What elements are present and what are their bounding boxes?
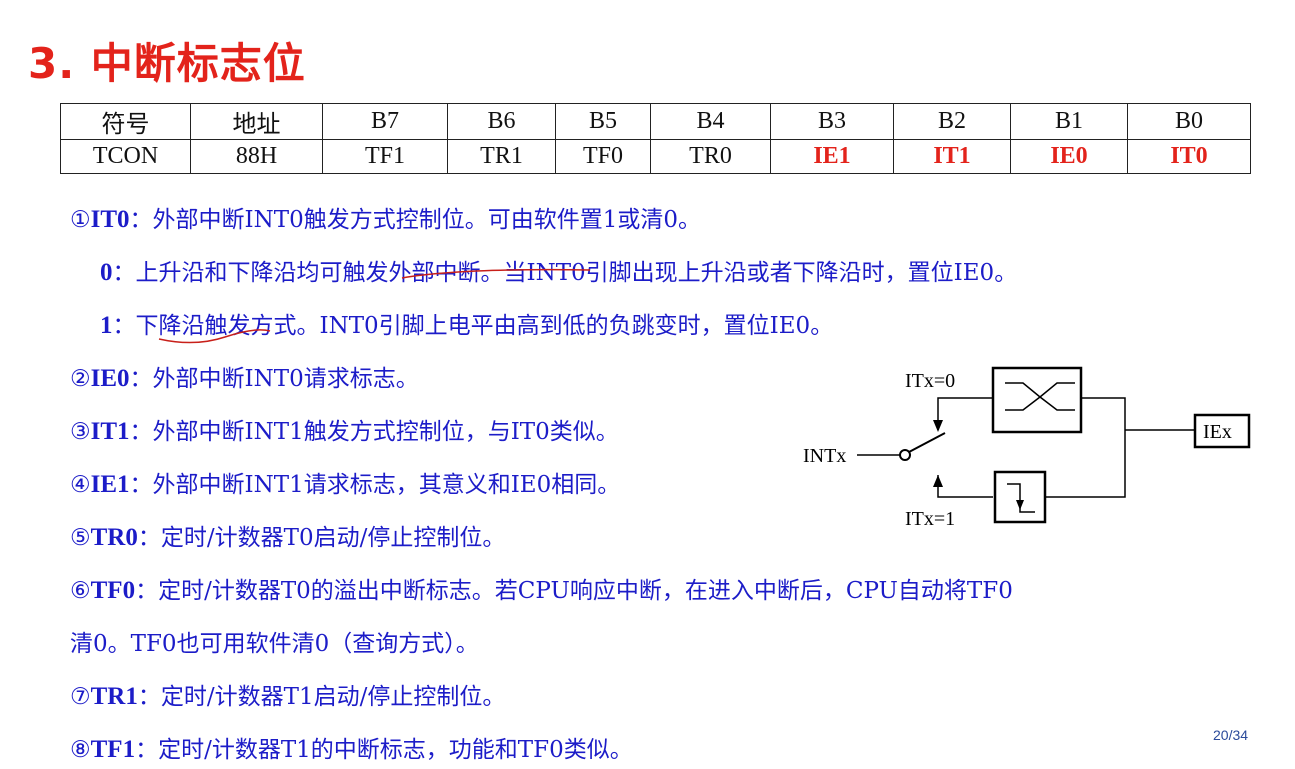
item-number: ③ bbox=[70, 419, 91, 445]
item-term: TR0 bbox=[90, 524, 138, 551]
item-term: 1 bbox=[100, 312, 113, 339]
item-description: ：定时/计数器T1的中断标志，功能和TF0类似。 bbox=[135, 737, 633, 763]
switch-icon bbox=[908, 432, 946, 453]
table-cell: 地址 bbox=[190, 103, 323, 140]
item-number: ⑧ bbox=[70, 737, 91, 763]
item-term: IT0 bbox=[90, 206, 130, 233]
table-cell: B4 bbox=[650, 103, 771, 140]
table-cell: B1 bbox=[1010, 103, 1128, 140]
text-line: ⑥TF0：定时/计数器T0的溢出中断标志。若CPU响应中断，在进入中断后，CPU… bbox=[70, 571, 1013, 605]
table-cell-highlight: IT0 bbox=[1127, 139, 1251, 174]
text-line: ⑦TR1：定时/计数器T1启动/停止控制位。 bbox=[70, 677, 505, 711]
table-cell-highlight: IE0 bbox=[1010, 139, 1128, 174]
text-line: ②IE0：外部中断INT0请求标志。 bbox=[70, 359, 419, 393]
table-cell-highlight: IT1 bbox=[893, 139, 1011, 174]
item-description: ：定时/计数器T0启动/停止控制位。 bbox=[137, 525, 506, 551]
item-term: IT1 bbox=[90, 418, 130, 445]
item-term: IE1 bbox=[90, 471, 130, 498]
text-line: ⑤TR0：定时/计数器T0启动/停止控制位。 bbox=[70, 518, 505, 552]
text-line: ①IT0：外部中断INT0触发方式控制位。可由软件置1或清0。 bbox=[70, 200, 701, 234]
page-number: 20/34 bbox=[1213, 727, 1249, 743]
item-description: 清0。TF0也可用软件清0（查询方式）。 bbox=[70, 631, 479, 657]
item-description: ：外部中断INT1触发方式控制位，与IT0类似。 bbox=[129, 419, 619, 445]
iex-box bbox=[1193, 413, 1251, 449]
table-cell: B5 bbox=[555, 103, 651, 140]
table-cell: TCON bbox=[60, 139, 191, 174]
label-intx: INTx bbox=[803, 445, 846, 467]
table-cell: B6 bbox=[447, 103, 556, 140]
trigger-mode-diagram: ITx=0 ITx=1 INTx IEx bbox=[803, 366, 1251, 530]
table-row: TCON 88H TF1 TR1 TF0 TR0 IE1 IT1 IE0 IT0 bbox=[60, 139, 1251, 174]
label-itx0: ITx=0 bbox=[905, 370, 955, 392]
item-number: ⑤ bbox=[70, 525, 91, 551]
item-term: IE0 bbox=[90, 365, 130, 392]
table-cell: TF1 bbox=[322, 139, 448, 174]
item-description: ：外部中断INT1请求标志，其意义和IE0相同。 bbox=[129, 472, 621, 498]
item-number: ⑦ bbox=[70, 684, 91, 710]
text-line: ③IT1：外部中断INT1触发方式控制位，与IT0类似。 bbox=[70, 412, 619, 446]
table-cell: 88H bbox=[190, 139, 323, 174]
item-number: ④ bbox=[70, 472, 91, 498]
handwritten-underline-2 bbox=[158, 329, 271, 344]
slide-title: 3. 中断标志位 bbox=[28, 39, 306, 88]
label-itx1: ITx=1 bbox=[905, 508, 955, 530]
tcon-register-table: 符号 地址 B7 B6 B5 B4 B3 B2 B1 B0 TCON 88H T… bbox=[60, 103, 1251, 174]
table-header-row: 符号 地址 B7 B6 B5 B4 B3 B2 B1 B0 bbox=[60, 103, 1251, 140]
text-line: ④IE1：外部中断INT1请求标志，其意义和IE0相同。 bbox=[70, 465, 620, 499]
table-cell-highlight: IE1 bbox=[770, 139, 894, 174]
item-description: ：定时/计数器T0的溢出中断标志。若CPU响应中断，在进入中断后，CPU自动将T… bbox=[135, 578, 1013, 604]
item-description: ：上升沿和下降沿均可触发外部中断。当INT0引脚出现上升沿或者下降沿时，置位IE… bbox=[112, 260, 1018, 286]
item-number: ⑥ bbox=[70, 578, 91, 604]
table-cell: 符号 bbox=[60, 103, 191, 140]
item-number: ① bbox=[70, 207, 91, 233]
table-cell: B3 bbox=[770, 103, 894, 140]
item-number: ② bbox=[70, 366, 91, 392]
label-iex: IEx bbox=[1203, 421, 1232, 443]
item-description: ：外部中断INT0请求标志。 bbox=[129, 366, 419, 392]
table-cell: TR0 bbox=[650, 139, 771, 174]
text-line: 清0。TF0也可用软件清0（查询方式）。 bbox=[70, 624, 479, 658]
item-term: TF0 bbox=[90, 577, 136, 604]
table-cell: TR1 bbox=[447, 139, 556, 174]
switch-pivot bbox=[899, 449, 911, 461]
item-term: TR1 bbox=[90, 683, 138, 710]
table-cell: B2 bbox=[893, 103, 1011, 140]
item-term: 0 bbox=[100, 259, 113, 286]
table-cell: B0 bbox=[1127, 103, 1251, 140]
handwritten-underline-1 bbox=[401, 268, 591, 279]
text-line: ⑧TF1：定时/计数器T1的中断标志，功能和TF0类似。 bbox=[70, 730, 633, 764]
table-cell: B7 bbox=[322, 103, 448, 140]
item-description: ：外部中断INT0触发方式控制位。可由软件置1或清0。 bbox=[129, 207, 701, 233]
table-cell: TF0 bbox=[555, 139, 651, 174]
text-line: 0：上升沿和下降沿均可触发外部中断。当INT0引脚出现上升沿或者下降沿时，置位I… bbox=[100, 253, 1017, 287]
item-term: TF1 bbox=[90, 736, 136, 763]
item-description: ：定时/计数器T1启动/停止控制位。 bbox=[137, 684, 506, 710]
